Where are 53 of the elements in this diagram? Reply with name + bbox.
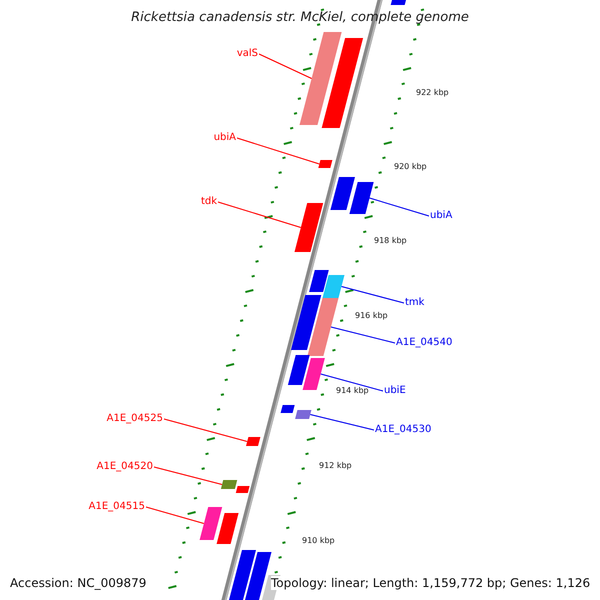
gene-bar	[349, 182, 374, 214]
gene-bar	[390, 0, 408, 5]
gene-bar	[322, 275, 344, 298]
leader-line	[218, 202, 302, 228]
title: Rickettsia canadensis str. McKiel, complete genome	[130, 10, 470, 26]
scale-label: 912 kbp	[319, 460, 352, 472]
gene-bar	[300, 32, 342, 125]
leader-line	[369, 198, 430, 216]
gene-label: tmk	[405, 297, 424, 309]
gene-bar	[200, 507, 222, 540]
gene-bar	[228, 550, 256, 600]
gene-bar	[291, 295, 322, 350]
gene-label: A1E_04520	[96, 461, 153, 473]
gene-bar	[302, 358, 325, 390]
gene-label: tdk	[200, 196, 217, 208]
gene-label: A1E_04530	[375, 424, 432, 436]
gene-label: ubiA	[430, 210, 452, 222]
gene-bar	[216, 513, 239, 544]
gene-label: ubiA	[214, 132, 236, 144]
gene-bar	[280, 405, 295, 413]
gene-bar	[288, 355, 310, 385]
gene-bar	[330, 177, 355, 210]
gene-bar	[220, 480, 238, 489]
scale-label: 922 kbp	[416, 87, 449, 99]
gene-bar	[294, 203, 324, 252]
gene-label: A1E_04515	[88, 501, 145, 513]
scale-label: 914 kbp	[336, 385, 369, 397]
scale-label: 910 kbp	[302, 535, 335, 547]
scale-label: 918 kbp	[374, 235, 407, 247]
gene-bar	[307, 298, 338, 356]
gene-label: ubiE	[384, 385, 406, 397]
leader-line	[154, 466, 223, 485]
gene-bar	[246, 437, 260, 446]
gene-label: A1E_04540	[396, 337, 452, 349]
scale-label: 916 kbp	[355, 310, 388, 322]
leader-line	[236, 138, 320, 164]
leader-line	[258, 54, 312, 79]
footer-text: Topology: linear; Length: 1,159,772 bp; Genes: 1,126	[271, 576, 590, 590]
leader-line	[330, 326, 396, 344]
leader-line	[164, 418, 248, 442]
scale-label: 920 kbp	[394, 161, 427, 173]
gene-bar	[295, 410, 312, 419]
gene-bar	[318, 160, 332, 168]
leader-line	[341, 286, 404, 304]
gene-bar	[244, 552, 272, 600]
gene-bar	[309, 270, 329, 292]
gene-bar	[236, 486, 250, 493]
footer-text: Accession: NC_009879	[10, 576, 146, 590]
gene-label: A1E_04525	[106, 413, 163, 425]
gene-label: valS	[236, 48, 258, 60]
gene-bar	[322, 38, 364, 128]
leader-line	[146, 506, 204, 524]
leader-line	[320, 374, 384, 392]
